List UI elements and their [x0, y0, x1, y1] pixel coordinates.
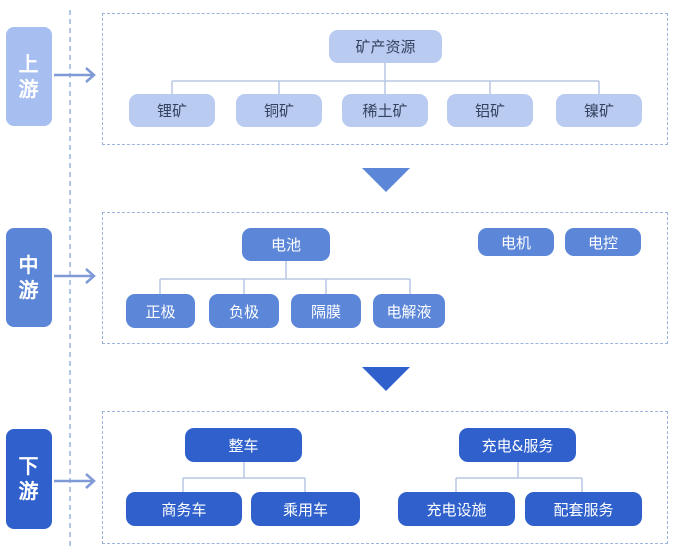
upstream-child-node: 锂矿 — [129, 94, 215, 127]
stage-label-char: 下 — [18, 454, 40, 478]
upstream-child-node: 镍矿 — [556, 94, 642, 127]
flow-arrow-down-1 — [362, 168, 410, 192]
downstream-root-node-charging: 充电&服务 — [459, 428, 576, 462]
midstream-arrow-head — [85, 268, 96, 284]
downstream-child-node: 充电设施 — [398, 492, 515, 526]
midstream-extra-node: 电控 — [565, 228, 641, 256]
midstream-section — [102, 212, 668, 344]
downstream-child-node: 商务车 — [126, 492, 242, 526]
midstream-extra-node: 电机 — [478, 228, 554, 256]
downstream-arrow-head — [85, 473, 96, 489]
stage-tab-downstream: 下 游 — [6, 429, 52, 529]
upstream-arrow-head — [85, 67, 96, 83]
midstream-child-node: 负极 — [209, 294, 279, 328]
stage-label-char: 游 — [18, 479, 40, 503]
upstream-child-node: 稀土矿 — [342, 94, 428, 127]
upstream-section — [102, 13, 668, 145]
stage-label-char: 游 — [18, 277, 40, 302]
flow-arrow-down-2 — [362, 367, 410, 391]
stage-tab-midstream: 中 游 — [6, 228, 52, 327]
stage-label-char: 上 — [18, 51, 40, 76]
midstream-root-node: 电池 — [242, 228, 330, 261]
upstream-tree-lines — [171, 63, 600, 94]
midstream-tree-lines — [159, 261, 411, 294]
stage-arrows — [54, 67, 96, 489]
downstream-root-node-vehicle: 整车 — [185, 428, 302, 462]
midstream-child-node: 正极 — [126, 294, 195, 328]
downstream-tree-lines — [182, 462, 583, 492]
midstream-child-node: 电解液 — [373, 294, 445, 328]
downstream-section — [102, 411, 668, 544]
upstream-root-node: 矿产资源 — [329, 30, 442, 63]
upstream-child-node: 铜矿 — [236, 94, 322, 127]
stage-label-char: 中 — [18, 252, 40, 277]
midstream-child-node: 隔膜 — [291, 294, 361, 328]
upstream-child-node: 铝矿 — [447, 94, 533, 127]
downstream-child-node: 乘用车 — [251, 492, 360, 526]
stage-tab-upstream: 上 游 — [6, 27, 52, 126]
downstream-child-node: 配套服务 — [525, 492, 642, 526]
stage-label-char: 游 — [18, 76, 40, 101]
